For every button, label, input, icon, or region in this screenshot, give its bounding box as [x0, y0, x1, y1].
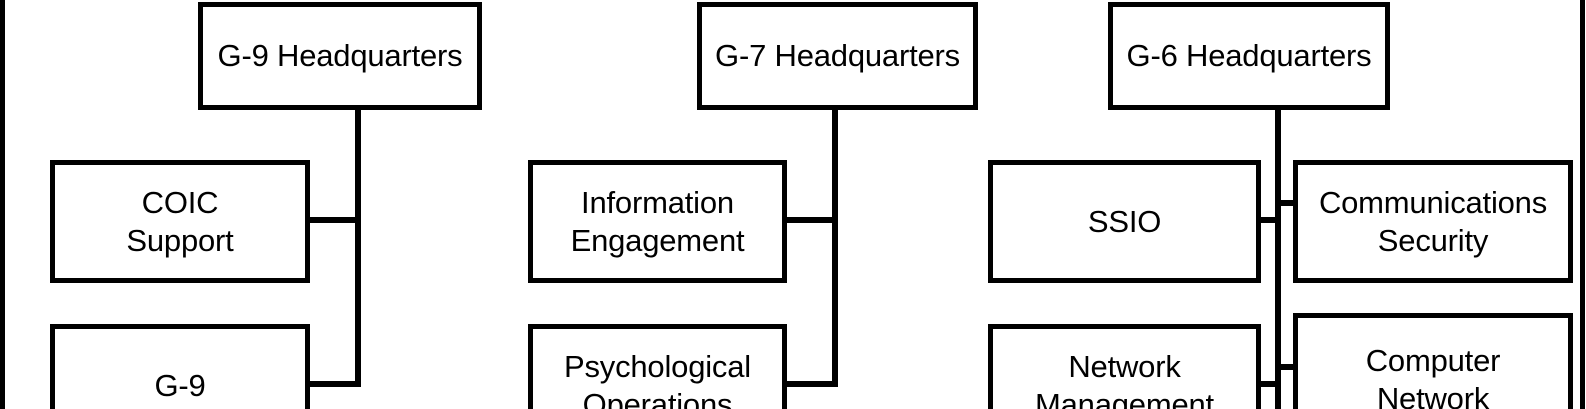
node-label: Communications Security: [1318, 184, 1548, 258]
node-label: Psychological Operations: [564, 348, 751, 409]
connector-g6-to-ssio: [1258, 217, 1281, 223]
node-label: COIC Support: [126, 184, 234, 258]
node-communications-security[interactable]: Communications Security: [1293, 160, 1573, 283]
page-border-left-rule: [0, 0, 5, 409]
node-label: Computer Network: [1365, 343, 1501, 409]
node-g6-headquarters[interactable]: G-6 Headquarters: [1108, 2, 1390, 110]
connector-g9-to-g9-unit: [307, 381, 357, 387]
connector-g9-trunk-vertical: [355, 108, 361, 387]
node-network-management[interactable]: Network Management: [988, 324, 1261, 409]
node-ssio[interactable]: SSIO: [988, 160, 1261, 283]
connector-g6-trunk-vertical: [1275, 108, 1281, 409]
connector-g7-trunk-vertical: [832, 108, 838, 387]
connector-g6-to-computer-network: [1275, 364, 1298, 370]
node-g9[interactable]: G-9: [50, 324, 310, 409]
node-label: G-6 Headquarters: [1126, 38, 1372, 74]
connector-g6-to-network-management: [1258, 381, 1281, 387]
node-g7-headquarters[interactable]: G-7 Headquarters: [697, 2, 978, 110]
node-psychological-operations[interactable]: Psychological Operations: [528, 324, 787, 409]
node-label: G-9 Headquarters: [217, 38, 463, 74]
node-label: Information Engagement: [570, 184, 745, 258]
node-information-engagement[interactable]: Information Engagement: [528, 160, 787, 283]
node-label: G-9: [154, 367, 206, 403]
connector-g7-to-information-engagement: [784, 217, 834, 223]
page-border-right-rule: [1580, 0, 1585, 409]
connector-g7-to-psychological-operations: [784, 381, 834, 387]
node-g9-headquarters[interactable]: G-9 Headquarters: [198, 2, 482, 110]
node-coic-support[interactable]: COIC Support: [50, 160, 310, 283]
node-label: G-7 Headquarters: [715, 38, 960, 74]
node-label: Network Management: [1035, 348, 1214, 409]
node-label: SSIO: [1087, 203, 1162, 239]
connector-g6-to-communications-security: [1275, 200, 1298, 206]
connector-g9-to-coic-support: [307, 217, 357, 223]
node-computer-network[interactable]: Computer Network: [1293, 313, 1573, 409]
